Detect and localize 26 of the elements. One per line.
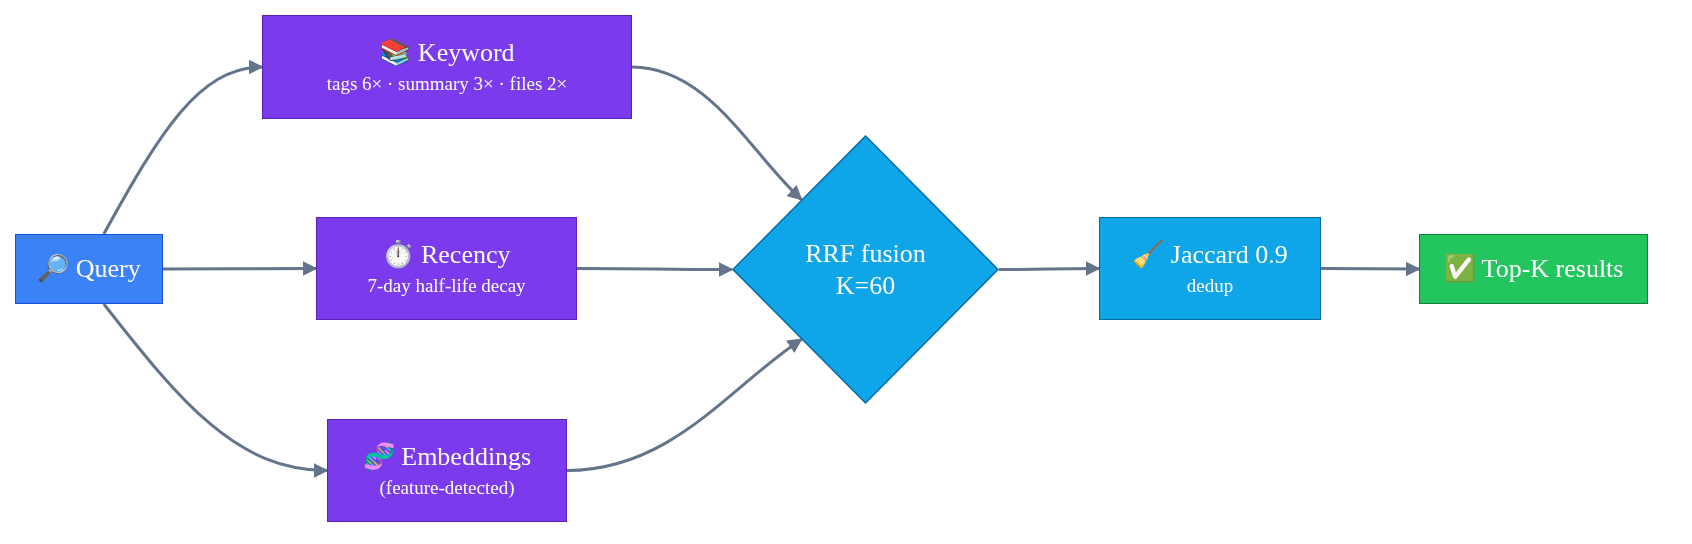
node-subtitle: tags 6× · summary 3× · files 2× [326,72,568,97]
process-box [327,419,567,522]
node-subtitle: (feature-detected) [379,475,515,500]
node-title: 🔎 Query [37,253,141,285]
node-subtitle: 7-day half-life decay [367,273,526,298]
arrow [631,65,803,201]
node-title: ✅ Top-K results [1443,253,1624,285]
decision-diamond [732,135,999,404]
node-title: 📚 Keyword [379,37,515,69]
arrow [102,303,329,478]
node-title: 🧬 Embeddings [362,440,532,472]
arrow [163,261,318,276]
arrow [999,261,1101,276]
result-box [1419,234,1648,304]
node-title: RRF fusion K=60 [804,238,927,301]
arrow [1321,261,1421,277]
query-box [15,234,163,304]
arrow [566,338,803,472]
process-box [316,217,577,320]
node-subtitle: dedup [1186,273,1234,298]
arrow [577,262,734,277]
process-box [262,15,632,119]
process-box [1099,217,1321,320]
arrow [102,60,264,235]
node-title: ⏱ Recency [382,238,511,270]
node-title: 🧹 Jaccard 0.9 [1132,238,1288,270]
